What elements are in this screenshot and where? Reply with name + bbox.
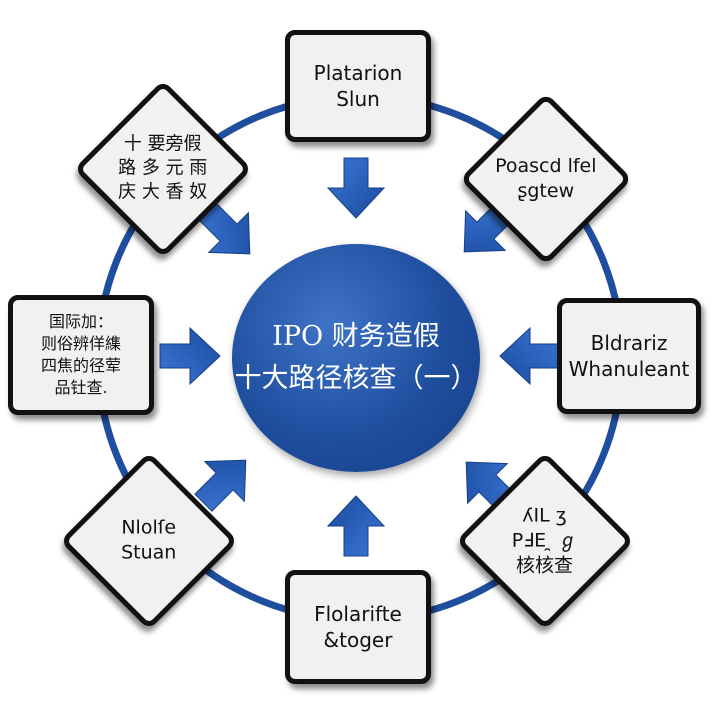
node-left: 国际加： 则俗辨佯䌖 四焦的径荤 品钍查. bbox=[8, 295, 154, 415]
node-top-line2: Slun bbox=[336, 87, 380, 111]
node-top-left-line1: 十 要旁假 bbox=[124, 133, 202, 155]
node-top-right-line2: ʂgtew bbox=[517, 180, 575, 202]
arrow-from-bottom bbox=[326, 495, 386, 557]
arrow-from-top bbox=[326, 157, 386, 219]
node-top-line1: Platarion bbox=[313, 61, 403, 85]
node-bottom-line1: Flolarifte bbox=[314, 602, 402, 626]
node-bottom-line2: &toger bbox=[323, 628, 393, 652]
node-left-line2: 则俗辨佯䌖 bbox=[40, 334, 121, 353]
arrow-from-right bbox=[499, 326, 561, 386]
node-bottom-right-line1: ʎIL ʒ bbox=[522, 504, 568, 527]
center-title-line1: IPO 财务造假 bbox=[272, 321, 440, 352]
node-top-left-line2: 路 多 元 雨 bbox=[118, 157, 208, 179]
node-bottom-left-line1: Nlolſe bbox=[121, 517, 177, 539]
node-right-line1: Bldrariz bbox=[590, 331, 668, 355]
node-left-line4: 品钍查. bbox=[54, 378, 108, 397]
arrow-from-bottom-left bbox=[194, 459, 247, 512]
node-top-left-line3: 庆 大 香 奴 bbox=[118, 181, 208, 203]
node-top: Platarion Slun bbox=[285, 30, 431, 142]
node-right: Bldrariz Whanuleant bbox=[557, 298, 701, 414]
center-circle: IPO 财务造假 十大路径核查（一） bbox=[232, 244, 480, 472]
node-bottom-right-line2: ΡℲE ̯ ℊ bbox=[512, 529, 578, 552]
node-left-line3: 四焦的径荤 bbox=[40, 356, 121, 375]
arrow-from-left bbox=[159, 326, 221, 386]
node-top-right-line1: Poascd lfel bbox=[495, 155, 597, 177]
arrow-from-top-left bbox=[198, 202, 251, 255]
center-title-line2: 十大路径核查（一） bbox=[234, 363, 478, 394]
node-bottom-right-line3: 核核查 bbox=[516, 554, 574, 577]
node-bottom: Flolarifte &toger bbox=[285, 570, 431, 684]
node-left-line1: 国际加： bbox=[48, 312, 113, 331]
node-right-line2: Whanuleant bbox=[568, 357, 690, 381]
node-bottom-left-line2: Stuan bbox=[121, 542, 177, 564]
